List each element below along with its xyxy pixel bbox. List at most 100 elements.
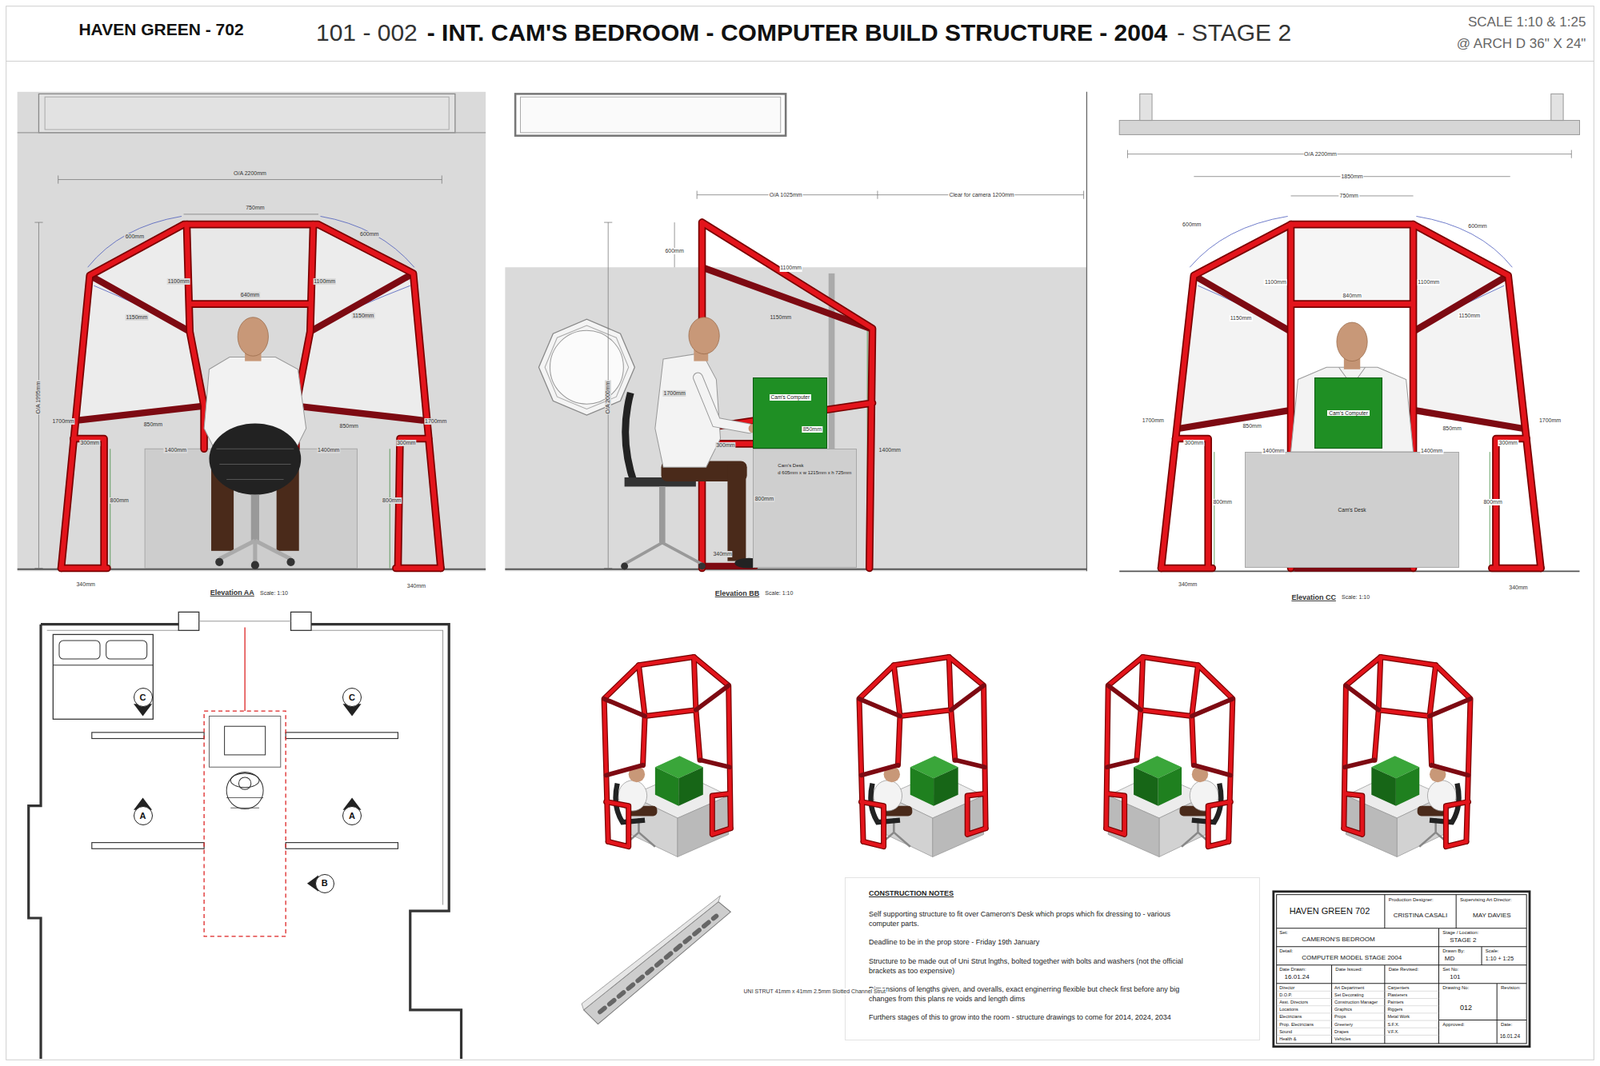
dimension-label: 800mm [381, 497, 402, 504]
dimension-label: 1150mm [1457, 312, 1481, 320]
dimension-line [604, 191, 1084, 569]
title-block-cell: Scale: [1484, 948, 1500, 954]
note-text: Deadline to be in the prop store - Frida… [868, 937, 1189, 948]
dimension-line [604, 191, 1084, 569]
dimension-label: Clear for camera 1200mm [948, 192, 1015, 199]
dimension-label: 750mm [1339, 192, 1360, 200]
dimension-label: 1100mm [1416, 279, 1440, 286]
dimension-label: 1150mm [768, 314, 792, 321]
seated-figure [237, 317, 268, 356]
seated-figure [620, 317, 764, 571]
dimension-label: 600mm [1181, 221, 1202, 228]
title-block-cell: 16.01.24 [1499, 1033, 1521, 1040]
floor-plan [226, 772, 264, 810]
floor-plan [226, 797, 264, 808]
dimension-label: 300mm [715, 442, 736, 449]
marker-letter: C [140, 693, 147, 703]
note-text: Dimensions of lengths given, and overall… [868, 984, 1189, 1004]
dimension-label: 840mm [1341, 292, 1362, 300]
desk-prop: Cam's Desk [1244, 452, 1460, 568]
title-block [1276, 895, 1528, 1044]
dimension-label: 1150mm [352, 312, 376, 320]
title-block-cell: Drawing No: [1441, 984, 1470, 991]
floor-plan [178, 612, 200, 631]
dimension-label: 640mm [240, 292, 260, 299]
dimension-label: 340mm [1177, 581, 1198, 588]
structure-frame [61, 224, 441, 569]
sheet-header-text: @ ARCH D 36" X 24" [1456, 36, 1588, 52]
dimension-label: 1400mm [316, 446, 340, 453]
elevation-bb-wall [515, 93, 786, 136]
dimension-label: 800mm [754, 496, 775, 503]
dimension-label: 300mm [80, 440, 100, 447]
floor-plan [92, 843, 204, 850]
dimension-label: 300mm [1498, 440, 1519, 447]
sheet-header: 101 - 002- INT. CAM'S BEDROOM - COMPUTER… [316, 19, 1292, 47]
prop-label: d 605mm x w 1215mm x h 725mm [777, 469, 853, 477]
distribution-cell: Metal Work [1386, 1014, 1411, 1020]
marker-letter: B [321, 879, 328, 888]
sheet-header-text: HAVEN GREEN - 702 [77, 20, 244, 40]
scale-note: Scale: 1:10 [259, 590, 289, 597]
title-block-cell: Revision: [1500, 984, 1522, 991]
floor-plan [224, 726, 266, 756]
distribution-cell: Sound [1278, 1029, 1293, 1035]
marker-letter: A [348, 812, 356, 821]
seated-figure [688, 317, 720, 355]
distribution-cell: Greenery [1333, 1021, 1354, 1027]
distribution-cell: D.O.P. [1278, 992, 1293, 998]
seated-figure [251, 561, 260, 570]
title-block [1273, 892, 1530, 1048]
distribution-cell: Set Decorating [1333, 992, 1364, 998]
elevation-cc-wall [1119, 93, 1580, 572]
elevation-aa-wall [17, 92, 486, 572]
unistrut-photo [581, 896, 720, 1011]
title-block [1273, 892, 1530, 1048]
seated-figure [216, 448, 294, 480]
sheet-border [6, 60, 1595, 62]
seated-figure [204, 317, 307, 570]
dimension-label: O/A 2200mm [232, 170, 268, 177]
elevation-bb-wall [538, 319, 635, 416]
title-block-cell: CRISTINA CASALI [1392, 912, 1449, 920]
computer-prop: Cam's Computer [752, 377, 828, 449]
seated-figure [659, 486, 666, 543]
section-marker: B [315, 874, 335, 894]
note-text: Furthers stages of this to grow into the… [868, 1012, 1189, 1023]
floor-plan [92, 732, 204, 740]
title-block [1276, 991, 1440, 1036]
dimension-label: 850mm [339, 423, 360, 430]
sheet-header-text: SCALE 1:10 & 1:25 [1467, 14, 1587, 31]
title-block-cell: MAY DAVIES [1472, 912, 1512, 920]
title-block-cell: 1:10 + 1:25 [1484, 956, 1515, 963]
structure-frame [702, 222, 873, 568]
distribution-cell: Drapes [1333, 1029, 1350, 1035]
floor-plan [52, 664, 153, 666]
scale-note: Scale: 1:10 [1340, 594, 1371, 601]
elevation-cc-wall [1140, 93, 1152, 120]
seated-figure [215, 558, 224, 567]
sheet-header-text: 101 - 002 [316, 19, 418, 47]
title-block-cell: MD [1444, 955, 1456, 963]
structure-frame [61, 224, 441, 569]
distribution-cell: Vehicles [1333, 1036, 1352, 1042]
dimension-label: 850mm [1241, 423, 1262, 430]
title-block-cell: Stage / Location: [1441, 929, 1480, 936]
distribution-cell: Electricians [1278, 1014, 1303, 1020]
title-block-cell: STAGE 2 [1448, 936, 1477, 944]
elevation-cc-wall [1119, 120, 1580, 136]
dimension-label: 1700mm [1538, 416, 1562, 424]
structure-frame [61, 224, 441, 569]
dimension-label: 600mm [1467, 223, 1488, 230]
distribution-cell: Graphics [1333, 1007, 1353, 1012]
title-block [1276, 895, 1528, 1044]
floor-plan [106, 640, 148, 660]
note-text: Structure to be made out of Uni Strut ln… [868, 956, 1189, 976]
title-block-cell: 012 [1459, 1004, 1473, 1012]
dimension-label: 1700mm [1141, 416, 1165, 424]
dimension-label: 1150mm [125, 314, 149, 321]
isometric-views [604, 656, 731, 857]
seated-figure [1336, 322, 1368, 361]
dimension-label: 1700mm [424, 418, 448, 425]
distribution-cell: Director [1278, 985, 1296, 991]
